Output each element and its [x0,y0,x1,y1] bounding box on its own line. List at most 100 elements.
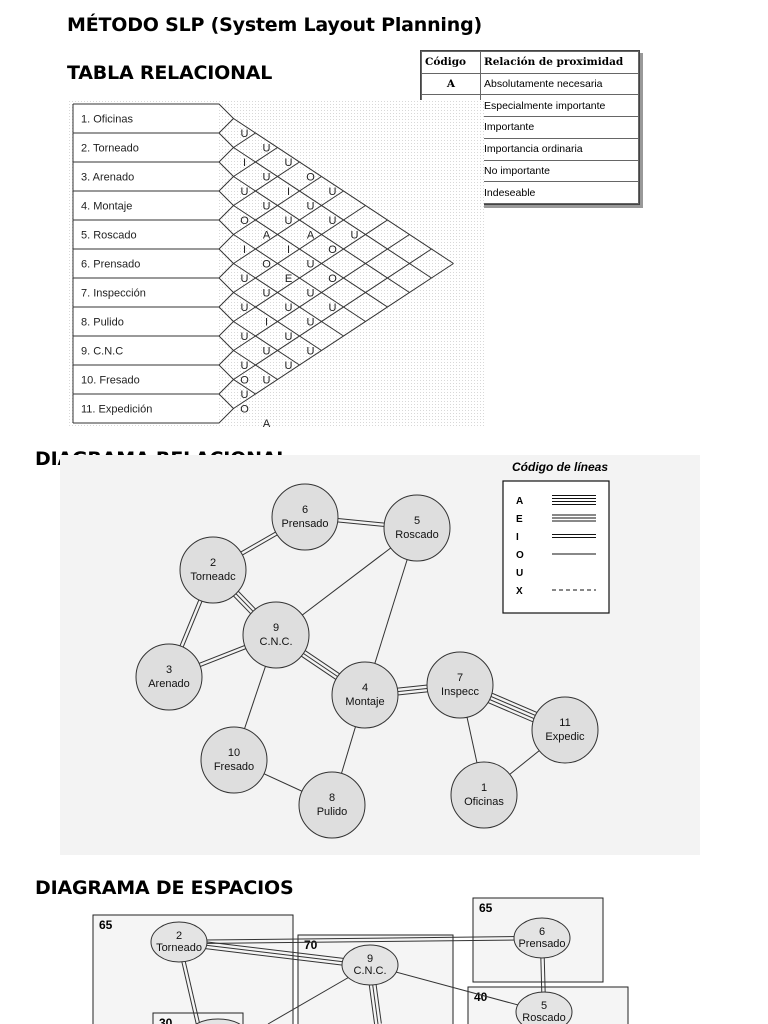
relation-cell-code: U [241,360,249,372]
legend-code: O [516,550,524,561]
relation-cell-code: I [243,157,246,169]
node-circle [271,483,339,551]
space-node-label: Prensado [518,938,565,950]
department-label: 7. Inspección [81,288,146,300]
space-node-number: 5 [541,1000,547,1012]
relation-cell-code: U [241,302,249,314]
relation-cell-code: U [241,389,249,401]
department-row [73,133,219,162]
node-label: Expedic [545,731,585,743]
relation-column-header: Relación de proximidad [480,51,639,74]
relation-cell-code: A [307,230,315,242]
relation-cell-code: I [243,244,246,256]
relation-cell: Especialmente importante [480,94,639,118]
node-circle [298,771,366,839]
space-relation-line [369,964,545,1013]
space-node-ellipse [341,944,399,986]
area-value: 40 [474,990,488,1004]
legend-code: E [516,514,523,525]
relation-cell-code: U [285,360,293,372]
relation-cell-code: U [307,201,315,213]
node-circle [331,661,399,729]
department-label: 11. Expedición [81,404,152,416]
node-label: C.N.C. [260,636,293,648]
relation-cell-code: U [307,317,315,329]
relation-cell: Importante [480,116,639,139]
relation-cell-code: A [263,230,271,242]
legend-code: U [516,568,523,579]
node-label: Torneadc [190,571,236,583]
node-circle [179,536,247,604]
relation-cell-code: O [306,172,315,184]
relation-cell-code: U [307,346,315,358]
space-node-9: 9C.N.C. [341,944,399,986]
node-number: 2 [210,557,216,569]
relation-cell-code: I [265,317,268,329]
node-number: 5 [414,515,420,527]
relation-cell-code: A [263,418,271,430]
department-row [73,191,219,220]
matrix-grid-line [233,263,344,337]
legend-code: A [516,496,523,507]
space-node-number: 6 [539,926,545,938]
matrix-grid-line [233,321,300,366]
legend-title: Código de líneas [512,460,608,474]
relation-cell-code: U [329,215,337,227]
area-value: 65 [479,901,493,915]
matrix-grid-line [233,219,388,322]
node-label: Pulido [317,806,348,818]
relation-cell-code: U [285,331,293,343]
department-label: 4. Montaje [81,201,132,213]
relation-cell-code: O [240,404,249,416]
relation-cell-code: U [329,186,337,198]
department-label: 3. Arenado [81,172,134,184]
space-relation-line [179,938,371,963]
relation-cell: Indeseable [480,181,639,204]
relation-cell-code: I [287,186,290,198]
node-circle [242,601,310,669]
area-value: 30 [159,1016,173,1024]
relation-cell-code: U [241,273,249,285]
matrix-grid-line [233,176,322,235]
relation-cell-code: U [241,186,249,198]
department-node-9: 9C.N.C. [242,601,310,669]
relation-cell-code: U [263,143,271,155]
node-label: Roscado [395,529,438,541]
space-relation-line [178,944,370,969]
relation-cell-code: U [329,302,337,314]
relation-cell-code: O [328,244,337,256]
node-label: Prensado [281,518,328,530]
department-row [73,394,219,423]
department-row [73,249,219,278]
relation-cell-code: I [287,244,290,256]
legend-code: I [516,532,519,543]
page-title: MÉTODO SLP (System Layout Planning) [67,14,482,36]
space-node-label: C.N.C. [354,965,387,977]
code-row-a: A Absolutamente necesaria [421,72,639,96]
node-number: 10 [228,747,240,759]
department-label: 5. Roscado [81,230,137,242]
matrix-grid-line [233,161,300,206]
legend-box [502,480,610,614]
relation-cell-code: U [263,172,271,184]
relation-cell: Importancia ordinaria [480,137,639,161]
node-circle [450,761,518,829]
matrix-grid-line [233,248,432,380]
relation-cell-code: U [263,288,271,300]
node-label: Oficinas [464,796,504,808]
section-heading-diagrama-espacios: DIAGRAMA DE ESPACIOS [35,877,294,899]
department-row [73,278,219,307]
area-value: 70 [304,938,318,952]
node-label: Inspecc [441,686,479,698]
department-row [73,307,219,336]
space-node-ellipse [513,917,571,959]
